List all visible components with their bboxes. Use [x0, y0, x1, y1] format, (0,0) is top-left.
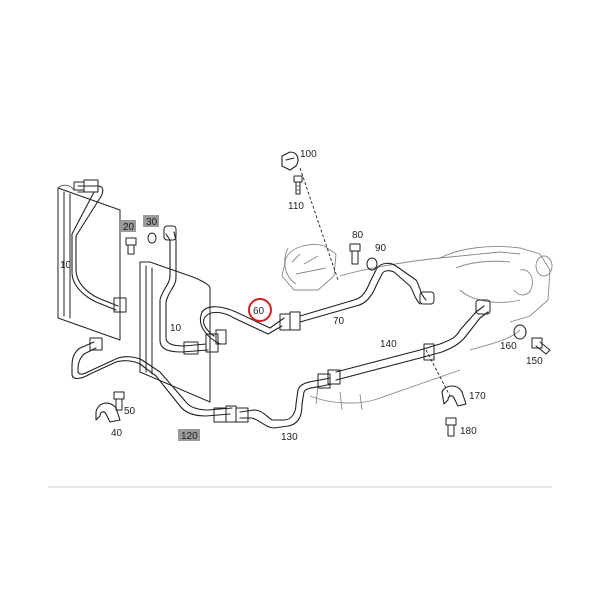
label-100: 100	[300, 149, 317, 160]
washer-160	[513, 324, 527, 340]
washer-30	[147, 232, 157, 244]
pipe-140	[327, 299, 491, 385]
bolt-20	[125, 237, 137, 255]
label-150: 150	[526, 356, 543, 367]
label-70: 70	[333, 316, 345, 327]
label-160: 160	[500, 341, 517, 352]
label-10-upper: 10	[60, 260, 72, 271]
label-40: 40	[111, 428, 123, 439]
bolt-110	[293, 175, 303, 195]
pipe-70	[299, 262, 435, 323]
label-60: 60	[253, 306, 265, 317]
label-140: 140	[380, 339, 397, 350]
label-130: 130	[281, 432, 298, 443]
label-180: 180	[460, 426, 477, 437]
pipe-120	[71, 337, 237, 423]
label-170: 170	[469, 391, 486, 402]
label-90: 90	[375, 243, 387, 254]
radiator-middle	[139, 225, 227, 403]
label-50: 50	[124, 406, 136, 417]
leader-lines	[299, 167, 451, 397]
washer-90	[366, 257, 378, 271]
label-20: 20	[123, 222, 135, 233]
clip-100	[281, 151, 299, 171]
engine-outline	[281, 244, 553, 411]
bolt-80	[349, 243, 361, 265]
label-120: 120	[181, 431, 198, 442]
label-box-30	[143, 215, 159, 227]
label-box-120	[178, 429, 200, 441]
clamp-40	[95, 402, 121, 423]
bolt-180	[445, 417, 457, 437]
label-80: 80	[352, 230, 364, 241]
radiator-left	[57, 179, 127, 341]
highlight-circle-60	[248, 298, 272, 322]
label-110: 110	[288, 201, 304, 212]
label-box-20	[120, 220, 136, 232]
plug-150	[531, 337, 551, 355]
clamp-170	[441, 385, 467, 407]
pipe-130	[235, 373, 333, 429]
label-10-lower: 10	[170, 323, 182, 334]
label-30: 30	[146, 217, 158, 228]
hose-60	[200, 306, 301, 345]
bolt-50	[113, 391, 125, 411]
